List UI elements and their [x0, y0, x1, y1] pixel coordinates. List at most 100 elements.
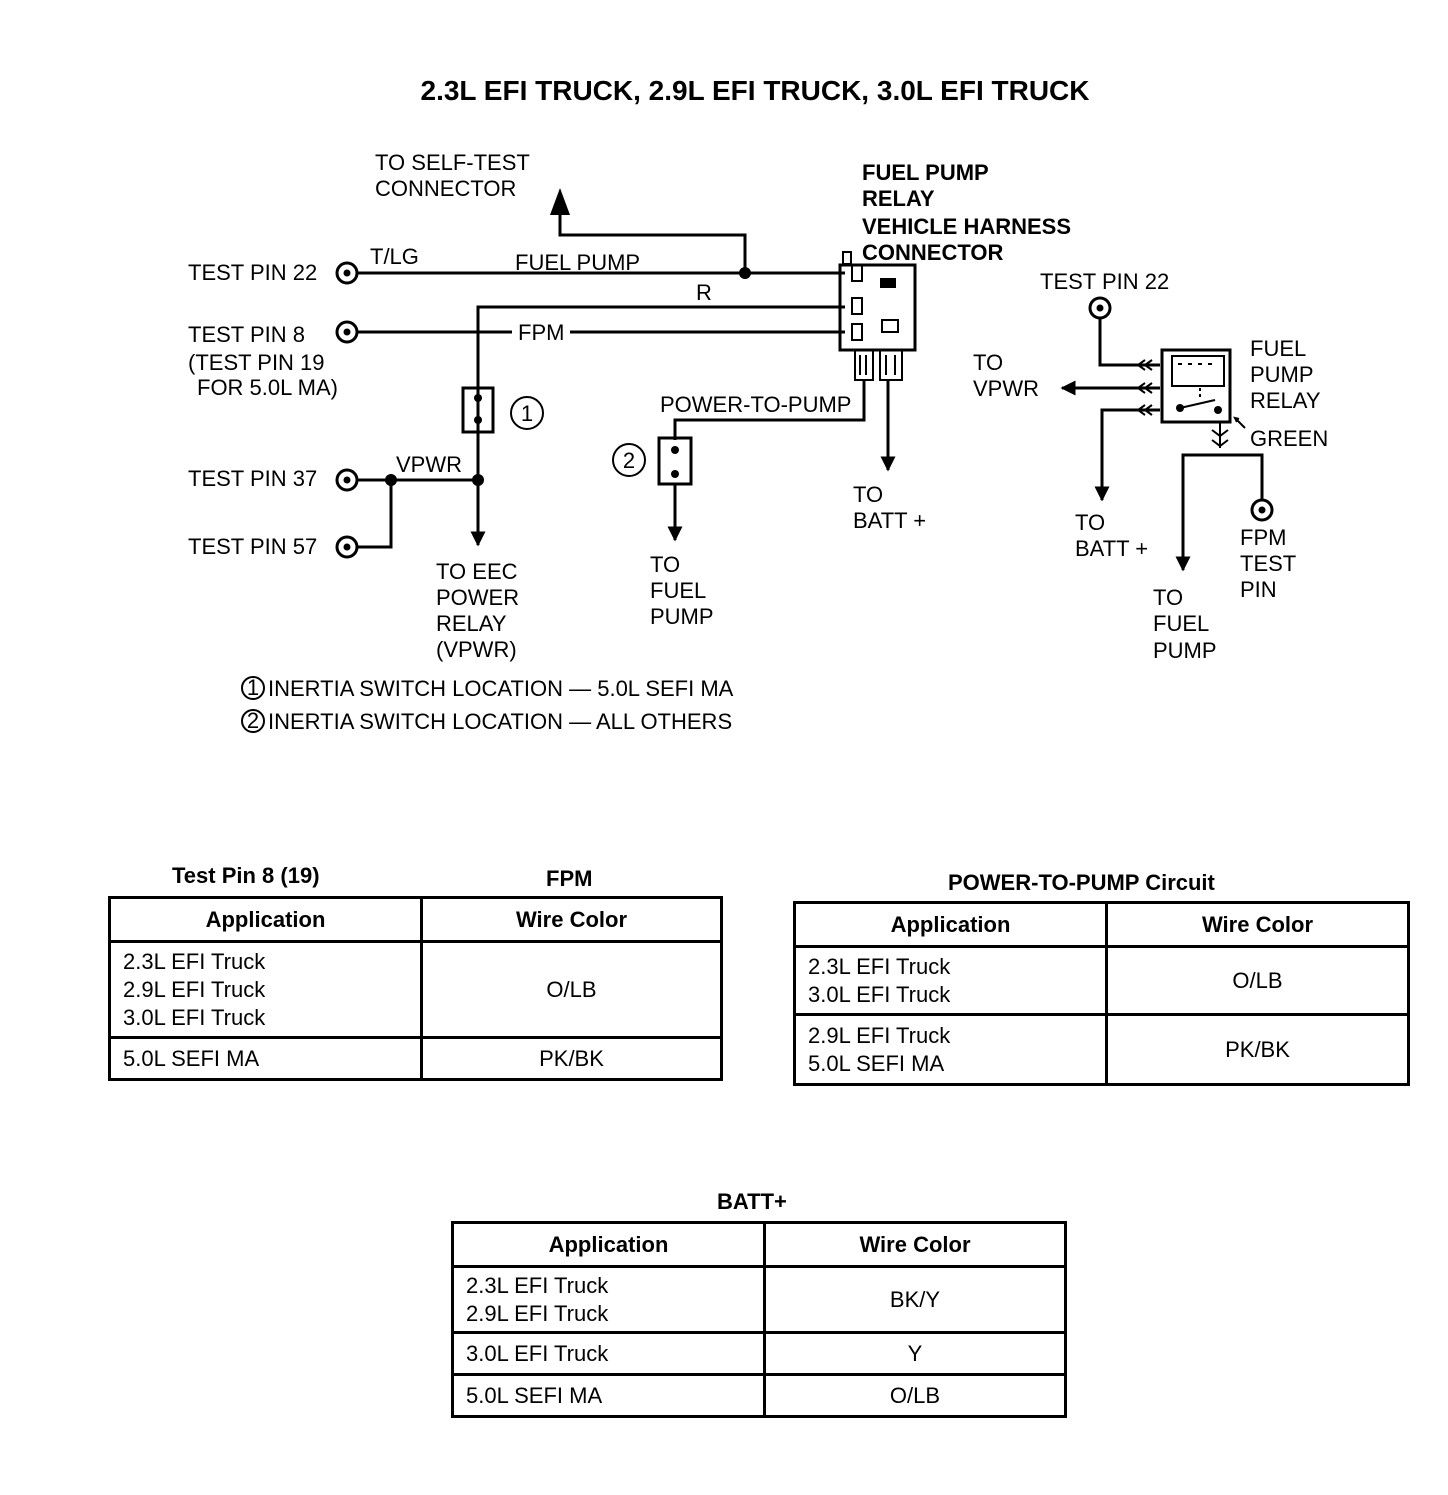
column-header-application: Application — [451, 1221, 766, 1268]
svg-text:TO: TO — [973, 350, 1003, 375]
svg-text:RELAY: RELAY — [862, 186, 935, 211]
svg-text:VPWR: VPWR — [973, 376, 1039, 401]
table-row: 2.9L EFI Truck 5.0L SEFI MA PK/BK — [793, 1013, 1410, 1086]
column-header-application: Application — [793, 901, 1108, 948]
diagram-title: 2.3L EFI TRUCK, 2.9L EFI TRUCK, 3.0L EFI… — [421, 75, 1090, 106]
test-pin-19-note: (TEST PIN 19 FOR 5.0L MA) — [188, 350, 338, 400]
batt-wire-color-table: Application Wire Color 2.3L EFI Truck 2.… — [451, 1221, 1067, 1418]
legend-item-1: 1 INERTIA SWITCH LOCATION — 5.0L SEFI MA — [241, 675, 734, 701]
test-pin-37-terminal-icon — [335, 468, 359, 492]
application-cell: 3.0L EFI Truck — [451, 1331, 766, 1376]
to-fuel-pump-left-label: TO FUEL PUMP — [650, 552, 714, 629]
green-label: GREEN — [1250, 426, 1328, 451]
right-test-pin-22-label: TEST PIN 22 — [1040, 269, 1169, 294]
table-row: 5.0L SEFI MA PK/BK — [108, 1036, 723, 1081]
fpm-table-caption-right: FPM — [546, 866, 593, 891]
svg-text:VEHICLE HARNESS: VEHICLE HARNESS — [862, 214, 1071, 239]
wire-r-label: R — [696, 280, 712, 305]
legend-item-2: 2 INERTIA SWITCH LOCATION — ALL OTHERS — [241, 708, 732, 734]
svg-text:(TEST PIN 19: (TEST PIN 19 — [188, 350, 325, 375]
to-batt-right-arrow-icon — [1094, 408, 1160, 502]
svg-text:2: 2 — [247, 708, 259, 733]
table-row: 5.0L SEFI MA O/LB — [451, 1373, 1067, 1418]
svg-text:PUMP: PUMP — [1250, 362, 1314, 387]
svg-text:TO SELF-TEST: TO SELF-TEST — [375, 150, 530, 175]
table-header-row: Application Wire Color — [451, 1221, 1067, 1268]
fpm-table-caption-left: Test Pin 8 (19) — [172, 863, 320, 888]
relay-connector-label: FUEL PUMP RELAY VEHICLE HARNESS CONNECTO… — [862, 160, 1071, 265]
svg-text:CONNECTOR: CONNECTOR — [862, 240, 1003, 265]
table-row: 3.0L EFI Truck Y — [451, 1331, 1067, 1376]
svg-text:FUEL: FUEL — [650, 578, 706, 603]
svg-text:INERTIA SWITCH LOCATION — 5.0L: INERTIA SWITCH LOCATION — 5.0L SEFI MA — [268, 676, 734, 701]
fpm-label-bg — [512, 318, 570, 344]
svg-text:TO: TO — [1075, 510, 1105, 535]
svg-text:FUEL: FUEL — [1153, 611, 1209, 636]
test-pin-57-terminal-icon — [335, 535, 359, 559]
batt-table-caption: BATT+ — [717, 1189, 787, 1214]
fpm-wire-color-table: Application Wire Color 2.3L EFI Truck 2.… — [108, 896, 723, 1081]
fuel-pump-relay-icon — [1136, 348, 1246, 448]
column-header-wire-color: Wire Color — [1105, 901, 1410, 948]
test-pin-8-terminal-icon — [335, 320, 359, 344]
wire-color-cell: O/LB — [420, 940, 723, 1039]
to-eec-power-relay-label: TO EEC POWER RELAY (VPWR) — [436, 559, 519, 662]
column-header-wire-color: Wire Color — [763, 1221, 1067, 1268]
svg-text:TO EEC: TO EEC — [436, 559, 518, 584]
svg-text:2: 2 — [623, 448, 635, 473]
svg-text:RELAY: RELAY — [436, 611, 507, 636]
svg-text:CONNECTOR: CONNECTOR — [375, 176, 516, 201]
wire-color-cell: O/LB — [763, 1373, 1067, 1418]
self-test-connector-label: TO SELF-TEST CONNECTOR — [375, 150, 530, 201]
application-cell: 5.0L SEFI MA — [451, 1373, 766, 1418]
test-pin-37-label: TEST PIN 37 — [188, 466, 317, 491]
wire-color-cell: PK/BK — [420, 1036, 723, 1081]
splice-dot — [739, 267, 751, 279]
self-test-wire — [558, 210, 747, 272]
application-cell: 5.0L SEFI MA — [108, 1036, 423, 1081]
svg-text:FUEL: FUEL — [1250, 336, 1306, 361]
power-to-pump-wire-color-table: Application Wire Color 2.3L EFI Truck 3.… — [793, 901, 1410, 1086]
svg-text:PUMP: PUMP — [650, 604, 714, 629]
svg-text:PUMP: PUMP — [1153, 638, 1217, 663]
svg-text:RELAY: RELAY — [1250, 388, 1321, 413]
svg-text:TEST: TEST — [1240, 551, 1296, 576]
fuel-pump-relay-label: FUEL PUMP RELAY — [1250, 336, 1321, 413]
to-vpwr-label: TO VPWR — [973, 350, 1039, 401]
svg-text:INERTIA SWITCH LOCATION — ALL: INERTIA SWITCH LOCATION — ALL OTHERS — [268, 709, 732, 734]
svg-text:BATT +: BATT + — [853, 508, 926, 533]
svg-text:(VPWR): (VPWR) — [436, 637, 517, 662]
application-cell: 2.3L EFI Truck 2.9L EFI Truck 3.0L EFI T… — [108, 940, 423, 1039]
table-header-row: Application Wire Color — [108, 896, 723, 943]
svg-text:BATT +: BATT + — [1075, 536, 1148, 561]
column-header-wire-color: Wire Color — [420, 896, 723, 943]
test-pin-22-label: TEST PIN 22 — [188, 260, 317, 285]
svg-text:TO: TO — [1153, 585, 1183, 610]
test-pin-57-wire — [357, 480, 393, 549]
table-row: 2.3L EFI Truck 2.9L EFI Truck 3.0L EFI T… — [108, 940, 723, 1039]
svg-text:1: 1 — [521, 401, 533, 426]
inertia-switch-1-icon — [461, 386, 495, 434]
wire-fuel-pump-label: FUEL PUMP — [515, 250, 640, 275]
svg-text:TO: TO — [650, 552, 680, 577]
wiring-diagram: 2.3L EFI TRUCK, 2.9L EFI TRUCK, 3.0L EFI… — [188, 75, 1328, 734]
power-to-pump-wire — [673, 380, 866, 440]
inertia-switch-2-icon — [657, 436, 693, 486]
svg-text:PIN: PIN — [1240, 577, 1277, 602]
to-fuel-pump-right-arrow-icon — [1175, 453, 1220, 572]
relay-harness-connector-icon — [838, 251, 917, 381]
fpm-test-pin-terminal-icon — [1250, 498, 1274, 522]
svg-text:FOR 5.0L MA): FOR 5.0L MA) — [197, 375, 338, 400]
svg-text:1: 1 — [247, 675, 259, 700]
application-cell: 2.3L EFI Truck 3.0L EFI Truck — [793, 945, 1108, 1016]
test-pin-8-label: TEST PIN 8 — [188, 322, 305, 347]
table-row: 2.3L EFI Truck 3.0L EFI Truck O/LB — [793, 945, 1410, 1016]
to-batt-right-label: TO BATT + — [1075, 510, 1148, 561]
svg-text:TO: TO — [853, 482, 883, 507]
splice-dot-vpwr-1 — [385, 474, 397, 486]
marker-1-badge: 1 — [510, 396, 544, 430]
svg-text:FUEL PUMP: FUEL PUMP — [862, 160, 989, 185]
wire-color-cell: Y — [763, 1331, 1067, 1376]
right-test-pin-22-wire — [1098, 318, 1160, 367]
svg-text:POWER: POWER — [436, 585, 519, 610]
